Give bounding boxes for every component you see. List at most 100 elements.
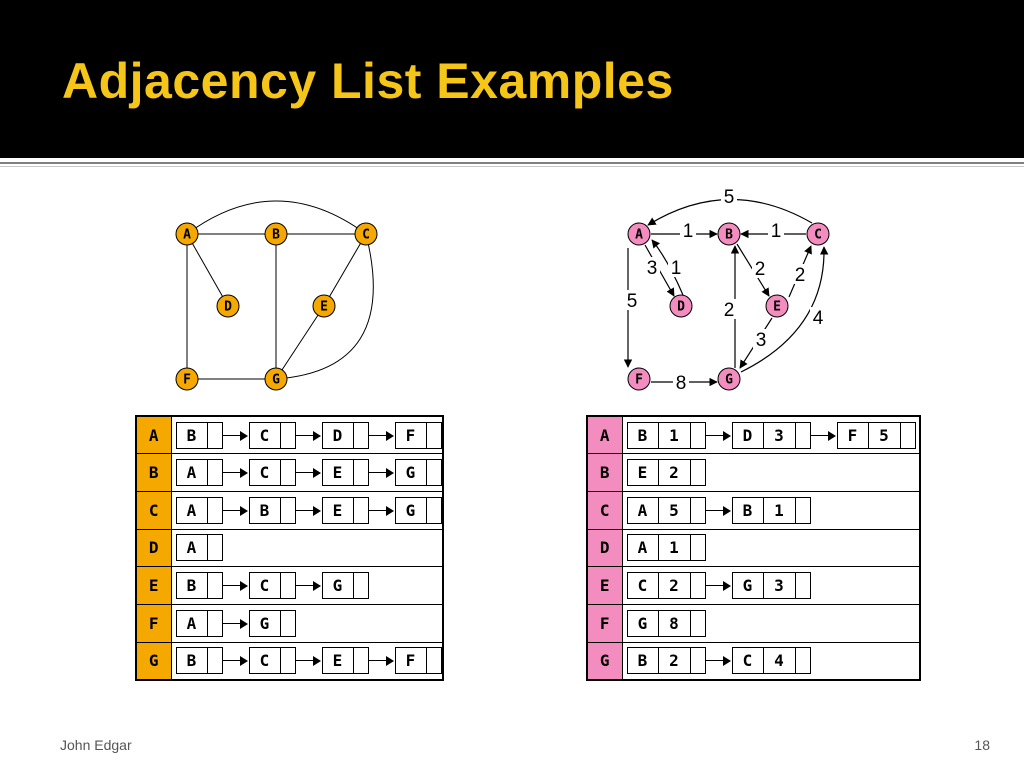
list-node-vertex: C [250, 648, 281, 674]
vertex-key: A [136, 415, 172, 455]
list-node-vertex: A [177, 610, 208, 636]
list-node-vertex: E [628, 460, 659, 486]
list-node-pointer [208, 611, 222, 636]
list-node: G [321, 572, 369, 600]
list-node-vertex: A [177, 535, 208, 561]
list-node-pointer [427, 648, 441, 673]
title-divider-thin [0, 166, 1024, 167]
node-label: G [272, 373, 280, 388]
vertex-key: F [136, 603, 172, 643]
list-node-vertex: B [628, 422, 659, 448]
list-node-weight: 8 [659, 610, 691, 636]
title-bar: Adjacency List Examples [0, 0, 1024, 158]
vertex-key: E [587, 566, 623, 605]
node-label: E [320, 300, 328, 315]
list-node-pointer [796, 573, 810, 598]
vertex-key: C [136, 490, 172, 530]
list-node-vertex: F [396, 422, 427, 448]
pointer-arrow-icon [222, 497, 249, 524]
list-node-pointer [208, 573, 222, 598]
edge-A-D [186, 233, 229, 307]
list-node-pointer [691, 573, 705, 598]
list-node-vertex: G [396, 460, 427, 486]
list-node-weight: 1 [659, 422, 691, 448]
pointer-arrow-icon [295, 647, 322, 674]
list-node-pointer [281, 573, 295, 598]
list-node-weight: 2 [659, 648, 691, 674]
node-F: F [627, 367, 651, 391]
node-B: B [717, 222, 741, 246]
list-node-pointer [796, 648, 810, 673]
list-node-pointer [208, 648, 222, 673]
list-node-vertex: C [250, 422, 281, 448]
pointer-arrow-icon [705, 572, 732, 599]
edge-weight: 2 [795, 265, 806, 286]
list-node-pointer [208, 535, 222, 560]
node-C: C [806, 222, 830, 246]
list-node-weight: 1 [659, 535, 691, 561]
pointer-arrow-icon [810, 422, 837, 449]
vertex-key: D [587, 528, 623, 568]
edge-weight: 3 [756, 330, 767, 351]
vertex-key: G [136, 641, 172, 681]
list-node-pointer [208, 423, 222, 448]
list-node-vertex: E [323, 497, 354, 523]
list-node-pointer [691, 498, 705, 523]
edge-A-F: 5 [623, 248, 640, 368]
node-label: A [635, 228, 643, 243]
list-node-vertex: B [177, 648, 208, 674]
list-node: E [321, 459, 369, 487]
node-B: B [264, 222, 288, 246]
list-node-pointer [208, 498, 222, 523]
vertex-key: C [587, 490, 623, 530]
pointer-arrow-icon [222, 422, 249, 449]
edge-D-A: 1 [651, 239, 684, 296]
list-node-vertex: A [628, 535, 659, 561]
edge-weight: 8 [676, 373, 687, 394]
pointer-arrow-icon [705, 422, 732, 449]
list-node-vertex: A [628, 497, 659, 523]
list-node: A [175, 609, 223, 637]
pointer-arrow-icon [222, 610, 249, 637]
list-node-vertex: G [396, 497, 427, 523]
node-G: G [717, 367, 741, 391]
list-node-vertex: G [323, 573, 354, 599]
list-node: B [175, 647, 223, 675]
list-node-vertex: F [396, 648, 427, 674]
vertex-key: E [136, 566, 172, 605]
list-node-pointer [691, 535, 705, 560]
edge-G-B: 2 [721, 245, 740, 368]
node-label: E [773, 300, 781, 315]
list-node-vertex: B [250, 497, 281, 523]
list-node-pointer [691, 611, 705, 636]
pointer-arrow-icon [368, 459, 395, 486]
list-node: C [248, 647, 296, 675]
list-node: F [394, 647, 442, 675]
list-node-weight: 2 [659, 460, 691, 486]
list-node-vertex: C [250, 460, 281, 486]
list-node: C [248, 572, 296, 600]
edge-F-G: 8 [651, 372, 718, 394]
node-D: D [216, 294, 240, 318]
list-node: E [321, 647, 369, 675]
